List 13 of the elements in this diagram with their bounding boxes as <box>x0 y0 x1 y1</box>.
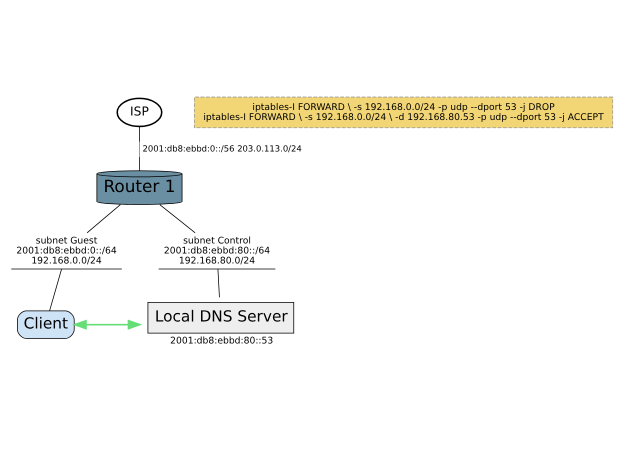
node-text: subnet Guest 2001:db8:ebbd:0::/64 192.168.0.0/24 <box>16 235 117 266</box>
connector <box>86 204 121 234</box>
node-box: iptables-I FORWARD \ -s 192.168.0.0/24 -p udp --dport 53 -j DROP iptables-I FORWARD \ -s 192.168.0.0/24 \ -d 192.168.80.53 -p udp --dport 53 -j ACCEPT <box>194 96 614 128</box>
edge-label: 2001:db8:ebbd:0::/56 203.0.113.0/24 <box>142 143 302 154</box>
connector <box>49 268 62 312</box>
node-text: subnet Control 2001:db8:ebbd:80::/64 192.168.80.0/24 <box>164 235 270 266</box>
node-ellipse: ISP <box>116 98 162 128</box>
connector <box>139 126 140 171</box>
connector <box>159 204 196 234</box>
arrow <box>72 320 142 330</box>
node-box: Client <box>17 310 75 339</box>
connector <box>218 268 220 298</box>
node-label: 2001:db8:ebbd:80::53 <box>170 336 274 347</box>
